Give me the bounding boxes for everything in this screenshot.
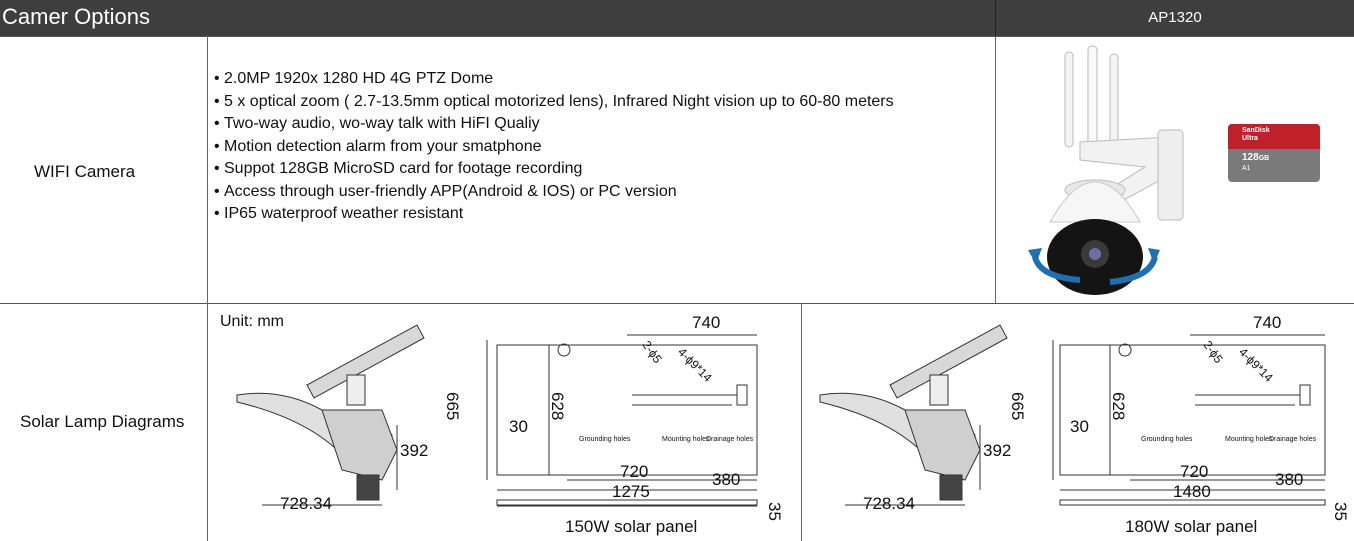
panel-caption: 180W solar panel	[1125, 517, 1258, 536]
panel-caption: 150W solar panel	[565, 517, 698, 536]
wall-plate	[1157, 129, 1184, 221]
feature-item: Two-way audio, wo-way talk with HiFI Qua…	[214, 113, 954, 134]
dim-total: 1480	[1173, 482, 1211, 501]
dim-30: 30	[1070, 417, 1089, 436]
dome-housing	[1049, 181, 1141, 223]
sd-capacity: 128	[1242, 152, 1259, 163]
dim-392: 392	[400, 441, 429, 460]
header-model-cell: AP1320	[996, 0, 1354, 36]
dim-392: 392	[983, 441, 1012, 460]
dim-728: 728.34	[280, 494, 332, 513]
feature-item: IP65 waterproof weather resistant	[214, 203, 954, 224]
sd-brand: SanDisk	[1242, 127, 1270, 134]
sd-unit: GB	[1258, 155, 1270, 162]
antennas	[1064, 45, 1119, 148]
mounting-holes: Mounting holes	[662, 436, 710, 443]
sd-line: Ultra	[1242, 135, 1258, 142]
mounting-holes: Mounting holes	[1225, 436, 1273, 443]
dim-740: 740	[692, 313, 721, 332]
wifi-camera-label: WIFI Camera	[34, 162, 136, 181]
dim-628: 628	[1109, 392, 1128, 421]
diagram-150w: 392 728.34 740 665 628 30 720 380 1275 3…	[222, 310, 797, 541]
feature-item: Access through user-friendly APP(Android…	[214, 181, 954, 202]
sd-card-image: SanDisk Ultra 128GB A1	[1228, 124, 1320, 182]
drainage-holes: Drainage holes	[706, 436, 754, 443]
drainage-holes: Drainage holes	[1269, 436, 1317, 443]
feature-item: Suppot 128GB MicroSD card for footage re…	[214, 158, 954, 179]
col-divider	[207, 36, 208, 541]
feature-item: 5 x optical zoom ( 2.7-13.5mm optical mo…	[214, 91, 914, 112]
header-title: Camer Options	[2, 4, 150, 29]
row-divider	[0, 36, 1354, 37]
feature-item: Motion detection alarm from your smatpho…	[214, 136, 954, 157]
dim-720: 720	[1180, 462, 1209, 481]
dim-720: 720	[620, 462, 649, 481]
dim-665: 665	[443, 392, 462, 421]
grounding-holes: Grounding holes	[579, 436, 631, 443]
sd-class: A1	[1242, 165, 1251, 172]
solar-lamp-label: Solar Lamp Diagrams	[20, 412, 185, 431]
dim-35: 35	[1331, 502, 1350, 521]
unit-label: Unit: mm	[220, 313, 284, 330]
dim-728: 728.34	[863, 494, 915, 513]
dim-35: 35	[765, 502, 784, 521]
dim-30: 30	[509, 417, 528, 436]
row-divider	[0, 303, 1354, 304]
grounding-holes: Grounding holes	[1141, 436, 1193, 443]
col-divider	[995, 36, 996, 303]
feature-list: 2.0MP 1920x 1280 HD 4G PTZ Dome 5 x opti…	[214, 68, 954, 226]
feature-item: 2.0MP 1920x 1280 HD 4G PTZ Dome	[214, 68, 954, 89]
dim-total: 1275	[612, 482, 650, 501]
ptz-camera-image	[1028, 45, 1184, 295]
dim-628: 628	[548, 392, 567, 421]
dim-380: 380	[712, 470, 741, 489]
dim-740: 740	[1253, 313, 1282, 332]
col-divider	[801, 303, 802, 541]
header-title-cell: Camer Options	[0, 0, 996, 36]
dim-665: 665	[1008, 392, 1027, 421]
dim-380: 380	[1275, 470, 1304, 489]
diagram-180w: 392 728.34 740 665 628 30 720 380 1480 3…	[805, 310, 1354, 541]
header-model: AP1320	[1148, 9, 1202, 26]
